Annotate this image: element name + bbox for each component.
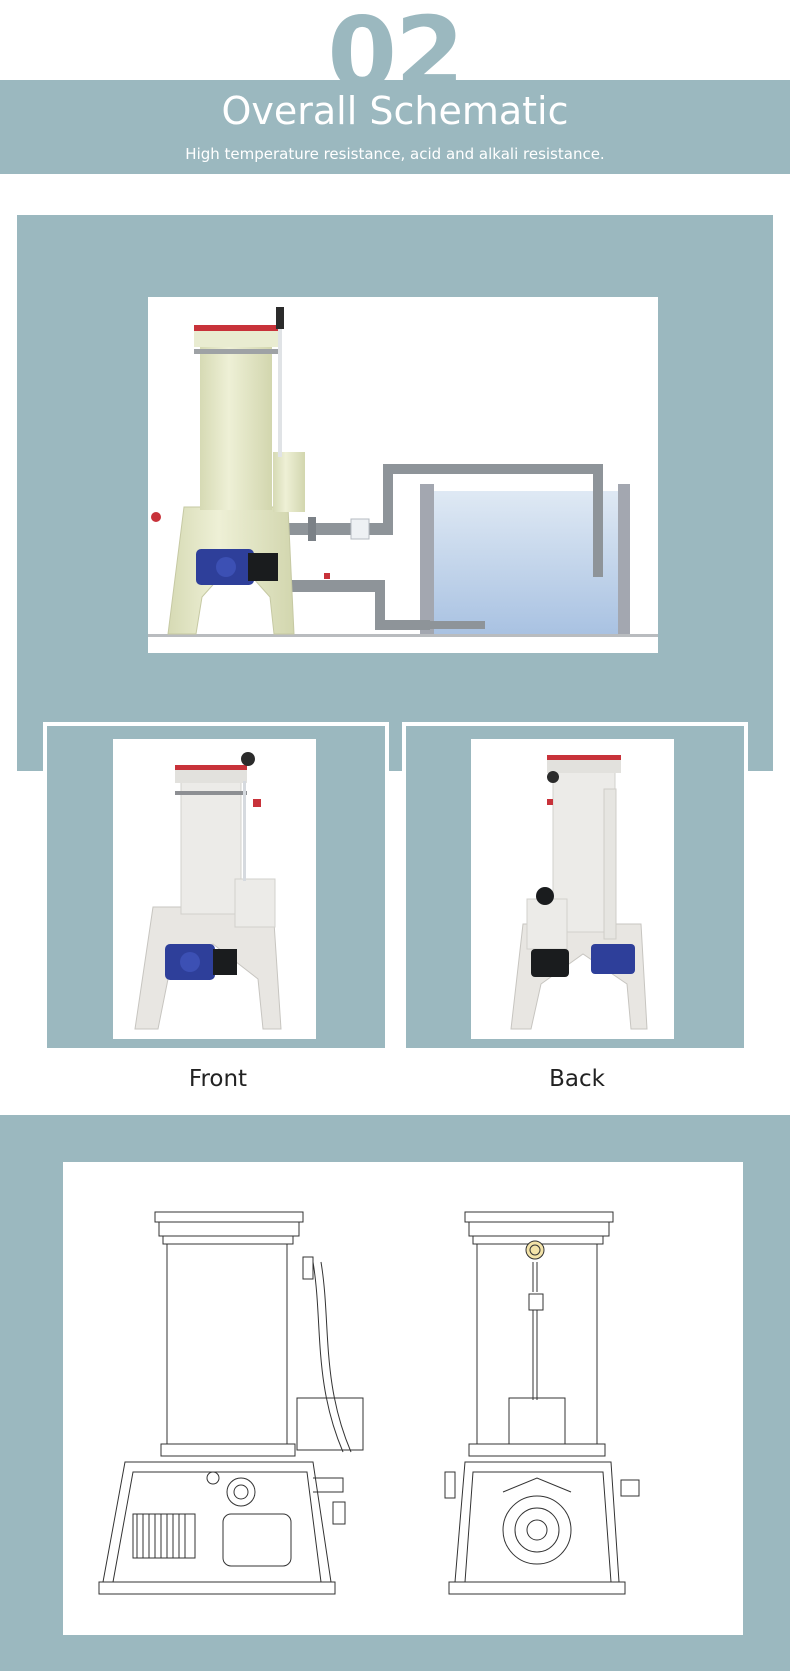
front-view-svg [134, 752, 282, 1030]
back-view-image [471, 739, 674, 1039]
section-number-text: 02 [327, 0, 464, 81]
back-view-frame [402, 722, 748, 1052]
front-view-image [113, 739, 316, 1039]
section-number: 02 [0, 0, 790, 81]
front-elevation-drawing [98, 1211, 364, 1595]
technical-drawing-image [63, 1162, 743, 1635]
back-view-label: Back [549, 1066, 605, 1092]
back-elevation-drawing [444, 1211, 640, 1595]
back-view-svg [510, 755, 648, 1030]
front-view-frame [43, 722, 389, 1052]
installation-schematic-image [148, 297, 658, 653]
section-header: Overall Schematic High temperature resis… [0, 80, 790, 174]
section-subtitle: High temperature resistance, acid and al… [185, 145, 605, 163]
installation-schematic-svg [148, 307, 658, 637]
technical-drawing-svg [98, 1211, 640, 1595]
section-title: Overall Schematic [221, 89, 569, 133]
front-view-label: Front [188, 1066, 248, 1092]
